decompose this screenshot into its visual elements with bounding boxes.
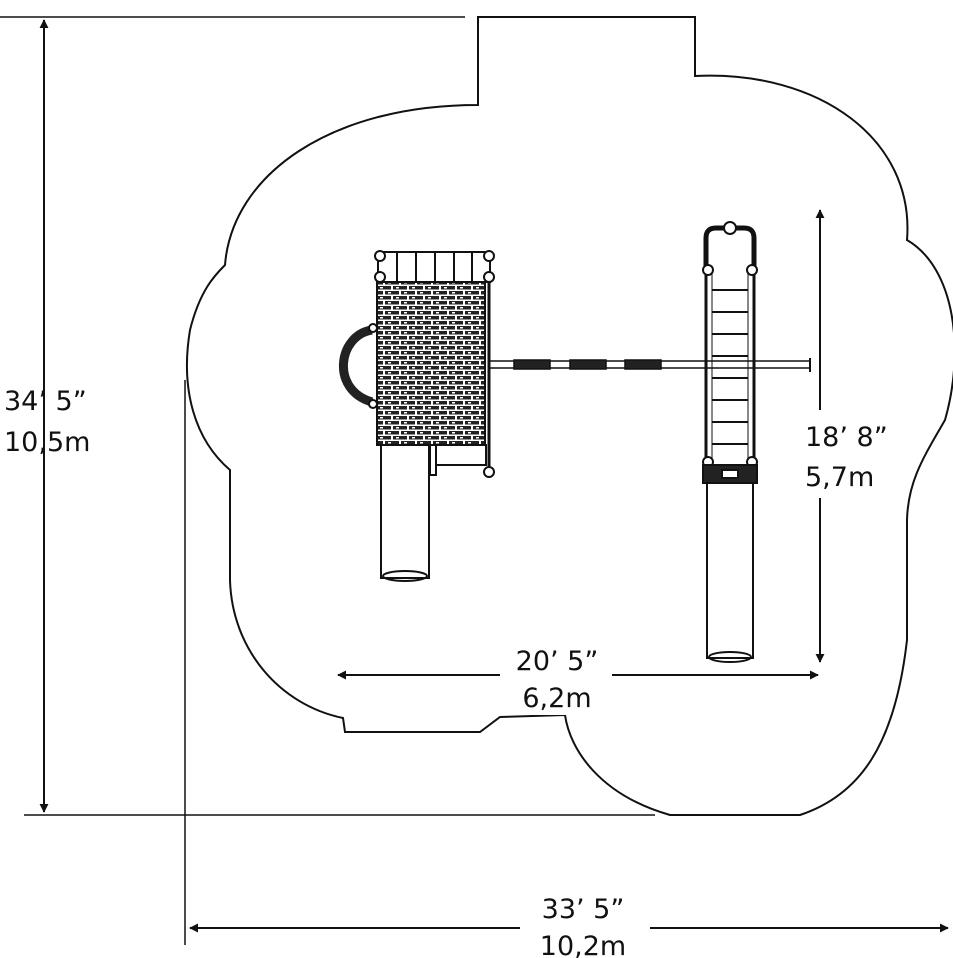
equipment-width-metric: 6,2m bbox=[522, 683, 591, 714]
climbing-arch bbox=[339, 325, 374, 407]
climbing-tower bbox=[339, 250, 495, 582]
ladder-rungs bbox=[712, 289, 748, 445]
tower-slide-tube bbox=[380, 444, 430, 579]
overall-height-metric: 10,5m bbox=[4, 427, 90, 458]
equipment-depth-metric: 5,7m bbox=[805, 462, 874, 493]
rock-wall-panel bbox=[376, 281, 486, 446]
overall-width-imperial: 33’ 5” bbox=[542, 894, 625, 925]
safety-zone-outline bbox=[186, 16, 953, 816]
connecting-beam bbox=[489, 358, 811, 372]
equipment-depth-imperial: 18’ 8” bbox=[805, 422, 888, 453]
ladder-tower bbox=[702, 221, 758, 663]
equipment-width-imperial: 20’ 5” bbox=[516, 646, 599, 677]
overall-height-imperial: 34’ 5” bbox=[4, 386, 87, 417]
ladder-slide-tube bbox=[706, 477, 754, 659]
overall-width-metric: 10,2m bbox=[540, 931, 626, 958]
